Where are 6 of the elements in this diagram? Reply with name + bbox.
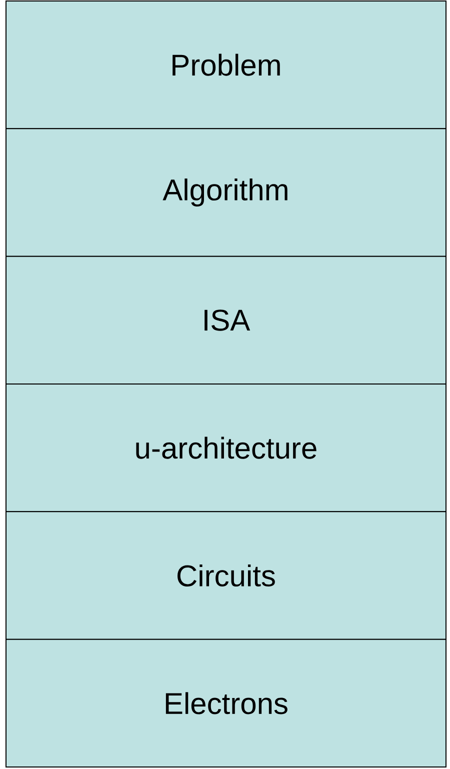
layer-box: Circuits [6,511,446,640]
layer-box: Algorithm [6,128,446,257]
layer-box: ISA [6,256,446,385]
layer-box: Electrons [6,638,446,768]
layer-box: u-architecture [6,383,446,512]
layer-box: Problem [6,0,446,130]
